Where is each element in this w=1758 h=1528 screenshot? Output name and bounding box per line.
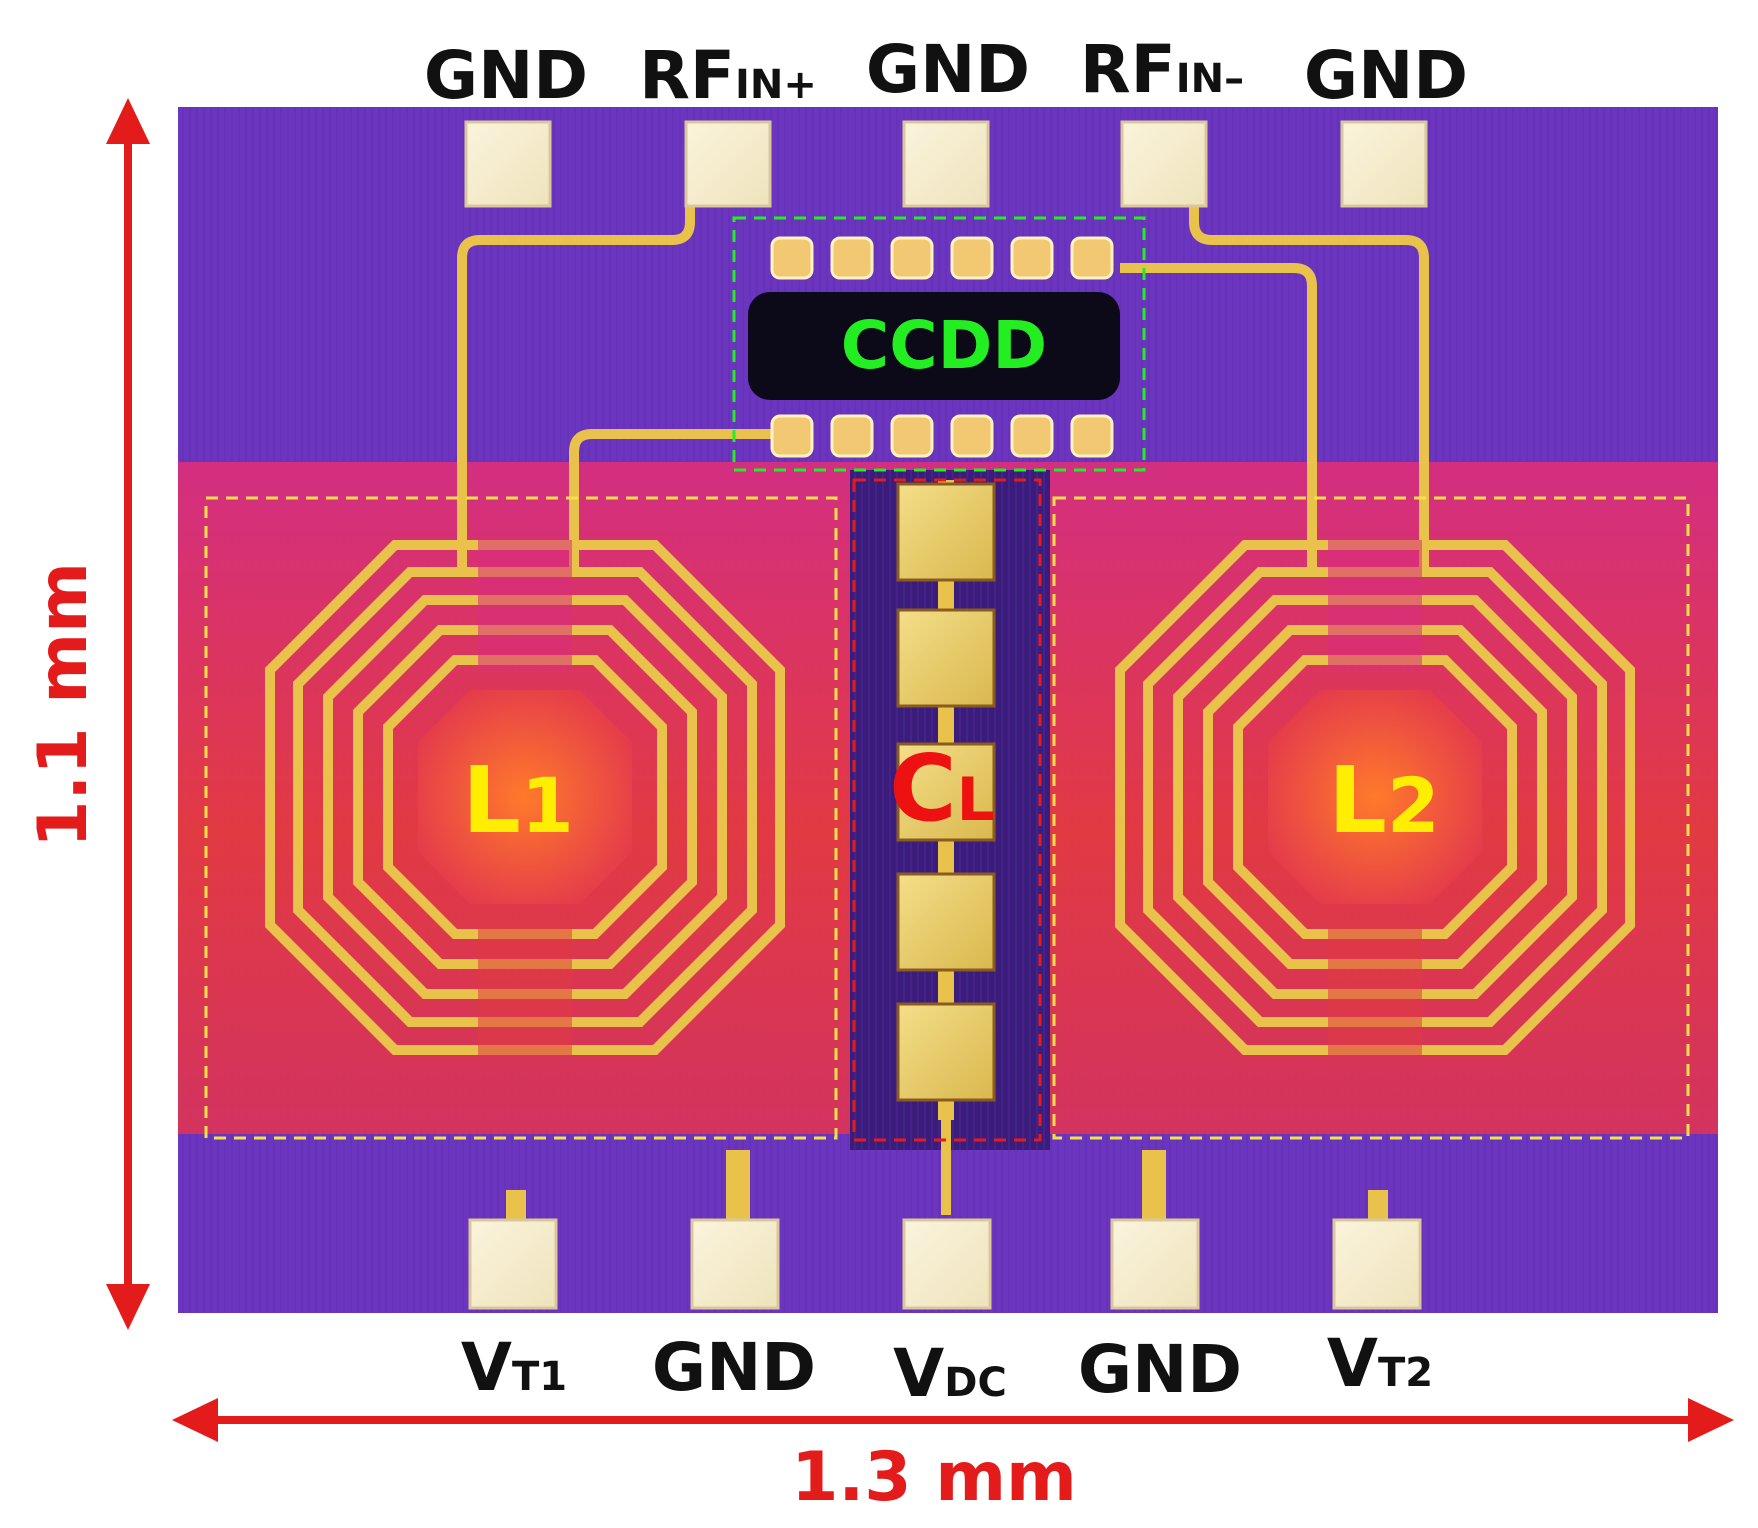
width-arrow-head-right [1688, 1398, 1734, 1442]
ccdd-pad [950, 414, 994, 458]
dimension-arrows [106, 98, 1734, 1442]
cl-capacitor-stack [896, 480, 996, 1120]
top-bond-pads [464, 120, 1428, 208]
ccdd-pad [950, 236, 994, 280]
bottom-pin-label: VT2 [1327, 1325, 1433, 1402]
trace-l2-top-left [1120, 263, 1317, 572]
inductor-l2 [1115, 540, 1635, 1055]
trace-l2-top-right [1189, 205, 1429, 572]
ccdd-pad [830, 414, 874, 458]
inductor-l2-turn-4 [1143, 567, 1607, 1027]
cl-cap-cell [896, 1002, 996, 1102]
bottom-pin-label: GND [652, 1329, 816, 1406]
inductor-l1-turn-4 [293, 567, 757, 1027]
inductor-l2-crossunder-top [1328, 540, 1422, 670]
ccdd-body [748, 292, 1120, 400]
l2-region-outline [1052, 496, 1690, 1140]
bond-pad-top-gnd-2 [902, 120, 990, 208]
bond-pad-top-rfin-minus [1120, 120, 1208, 208]
inductor-l1-crossunder-bottom [478, 925, 572, 1055]
inductor-l1-core [418, 690, 632, 904]
bond-pad-bottom-vt1 [468, 1218, 558, 1310]
cl-cap-cell [896, 482, 996, 582]
ccdd-pad [890, 414, 934, 458]
ccdd-pad [1010, 414, 1054, 458]
top-pin-label: RFIN– [1080, 31, 1244, 108]
width-dimension-label: 1.3 mm [791, 1438, 1077, 1517]
height-arrow-head-bottom [106, 1284, 150, 1330]
cl-cap-cell [896, 608, 996, 708]
l2-label: L2 [1328, 747, 1440, 854]
top-pin-label: GND [866, 31, 1030, 108]
ccdd-label: CCDD [841, 307, 1047, 384]
ccdd-pad [1070, 236, 1114, 280]
ccdd-pad [1010, 236, 1054, 280]
top-pin-label: RFIN+ [639, 37, 817, 114]
width-arrow-head-left [172, 1398, 218, 1442]
trace-l1-top-right [569, 429, 790, 572]
ccdd-pad [770, 236, 814, 280]
inductor-l1-turn-3 [323, 595, 727, 999]
l1-region-outline [204, 496, 838, 1140]
cl-cap-cell [896, 742, 996, 842]
inductor-l2-turn-1 [1233, 655, 1517, 939]
ccdd-region-outline [732, 216, 1146, 472]
ccdd-pads [770, 236, 1114, 458]
bond-pad-bottom-vt2 [1332, 1218, 1422, 1310]
inductor-l2-turn-3 [1173, 595, 1577, 999]
trace-l1-top-left [457, 205, 695, 572]
inductor-l2-turn-2 [1203, 625, 1547, 969]
top-pin-label: GND [1304, 37, 1468, 114]
bond-pad-top-gnd-3 [1340, 120, 1428, 208]
bond-pad-bottom-gnd-1 [690, 1218, 780, 1310]
bottom-pin-label: VDC [893, 1335, 1007, 1412]
height-dimension-label: 1.1 mm [24, 562, 103, 848]
inductor-l2-core [1268, 690, 1482, 904]
top-pin-label: GND [424, 37, 588, 114]
inductor-l1 [265, 540, 785, 1055]
bottom-pin-label: VT1 [461, 1329, 567, 1406]
top-pin-labels: GND RFIN+ GND RFIN– GND [424, 31, 1468, 114]
cl-label: CL [889, 735, 995, 842]
bond-pad-bottom-gnd-2 [1110, 1218, 1200, 1310]
bottom-pin-label: GND [1078, 1331, 1242, 1408]
bond-pad-top-rfin-plus [684, 120, 772, 208]
cl-cap-cell [896, 872, 996, 972]
inductor-l1-crossunder-top [478, 540, 572, 670]
bond-pad-top-gnd-1 [464, 120, 552, 208]
inductor-l1-turn-5 [265, 540, 785, 1055]
l1-label: L1 [462, 747, 574, 854]
height-arrow-head-top [106, 98, 150, 144]
ccdd-pad [830, 236, 874, 280]
bottom-bond-pads [468, 1218, 1422, 1310]
inductor-l1-turn-2 [353, 625, 697, 969]
traces [457, 205, 1429, 1222]
bond-pad-bottom-vdc [902, 1218, 992, 1310]
region-outlines [204, 216, 1690, 1142]
bottom-pin-labels: VT1 GND VDC GND VT2 [461, 1325, 1433, 1412]
inductor-l2-turn-5 [1115, 540, 1635, 1055]
ccdd-pad [1070, 414, 1114, 458]
inductor-l1-turn-1 [383, 655, 667, 939]
inductor-l2-crossunder-bottom [1328, 925, 1422, 1055]
cl-region-outline [852, 478, 1042, 1142]
ccdd-pad [890, 236, 934, 280]
ccdd-pad [770, 414, 814, 458]
